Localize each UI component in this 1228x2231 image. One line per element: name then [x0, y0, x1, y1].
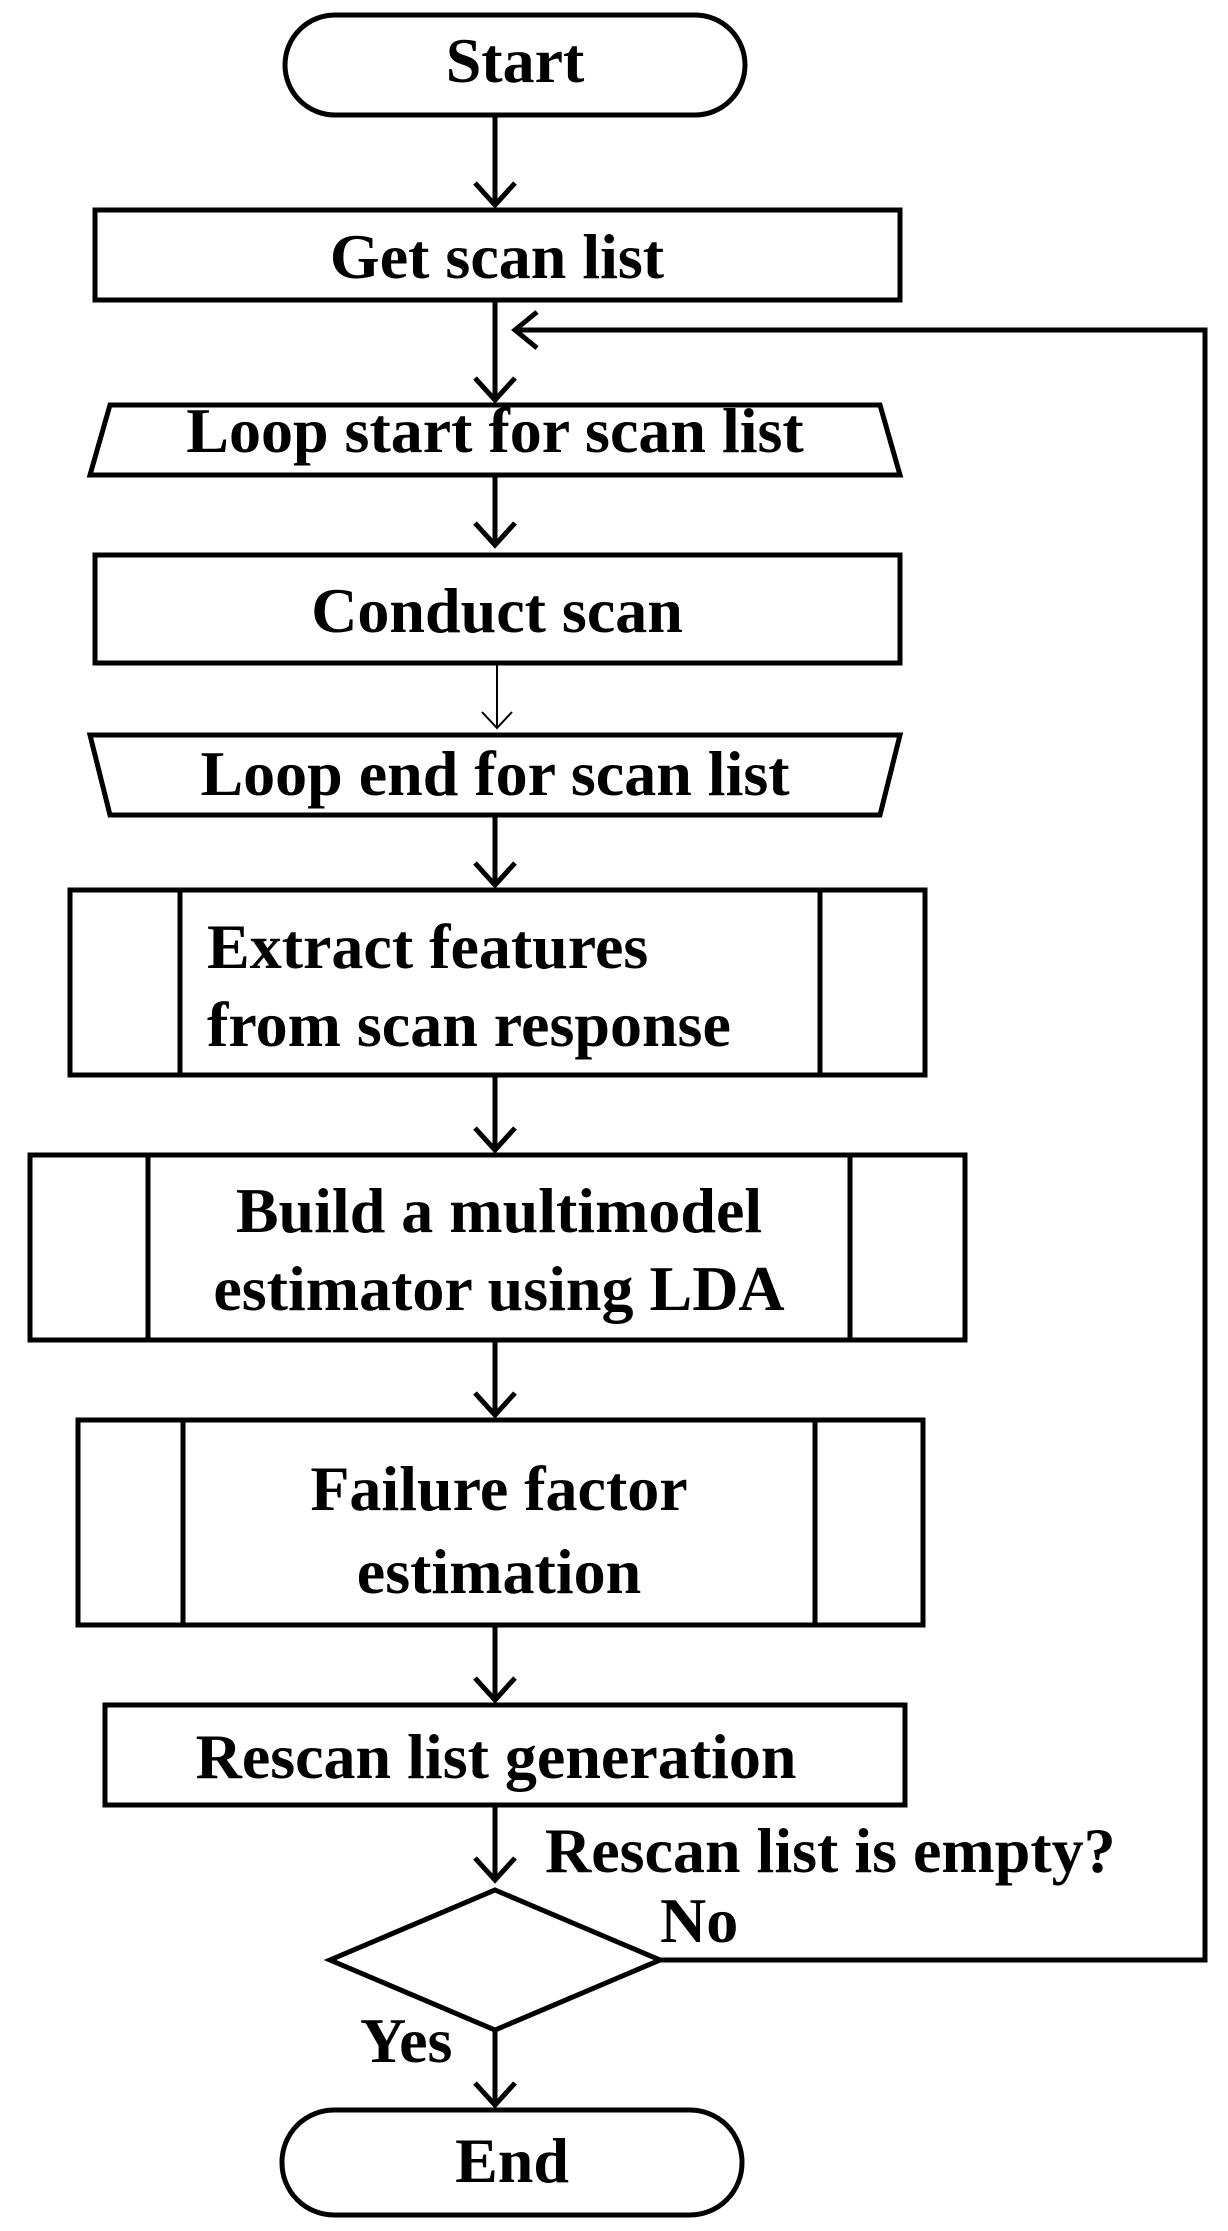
- extract-features-line1: Extract features: [207, 911, 648, 982]
- no-branch-label: No: [660, 1885, 738, 1956]
- arrow-decision-to-end: [473, 2030, 517, 2109]
- arrow-conduct-scan-to-loop-end: [481, 663, 513, 730]
- build-estimator-process: [27, 1152, 968, 1343]
- arrow-extract-to-build: [473, 1075, 517, 1154]
- arrow-loop-start-to-conduct-scan: [473, 475, 517, 549]
- arrow-start-to-get-scan-list: [473, 115, 517, 209]
- arrow-failure-to-rescan: [473, 1625, 517, 1704]
- build-estimator-line1: Build a multimodel: [236, 1175, 762, 1246]
- get-scan-list-label: Get scan list: [330, 221, 665, 292]
- conduct-scan-label: Conduct scan: [311, 575, 683, 646]
- loop-end-label: Loop end for scan list: [200, 738, 790, 809]
- decision-question-label: Rescan list is empty?: [545, 1815, 1116, 1886]
- loop-end-shape: [86, 732, 904, 818]
- extract-features-line2: from scan response: [207, 989, 731, 1060]
- failure-estimation-line2: estimation: [357, 1536, 641, 1607]
- failure-estimation-process: [75, 1417, 926, 1628]
- no-feedback-line: [511, 310, 1208, 1963]
- end-label: End: [455, 2125, 569, 2196]
- start-terminator: [282, 12, 748, 118]
- loop-start-label: Loop start for scan list: [186, 395, 804, 466]
- rescan-generation-label: Rescan list generation: [196, 1721, 797, 1792]
- failure-estimation-line1: Failure factor: [310, 1453, 687, 1524]
- loop-start-shape: [86, 402, 904, 478]
- arrow-rescan-to-decision: [473, 1805, 517, 1884]
- start-label: Start: [446, 25, 585, 96]
- get-scan-list-box: [92, 207, 903, 303]
- build-estimator-line2: estimator using LDA: [213, 1253, 784, 1324]
- conduct-scan-box: [92, 552, 903, 666]
- extract-features-process: [67, 887, 928, 1078]
- arrow-get-scan-list-to-loop-start: [473, 300, 517, 404]
- arrow-loop-end-to-extract-features: [473, 815, 517, 889]
- arrow-build-to-failure: [473, 1340, 517, 1419]
- rescan-generation-box: [102, 1702, 908, 1808]
- yes-branch-label: Yes: [360, 2005, 452, 2076]
- end-terminator: [279, 2107, 745, 2218]
